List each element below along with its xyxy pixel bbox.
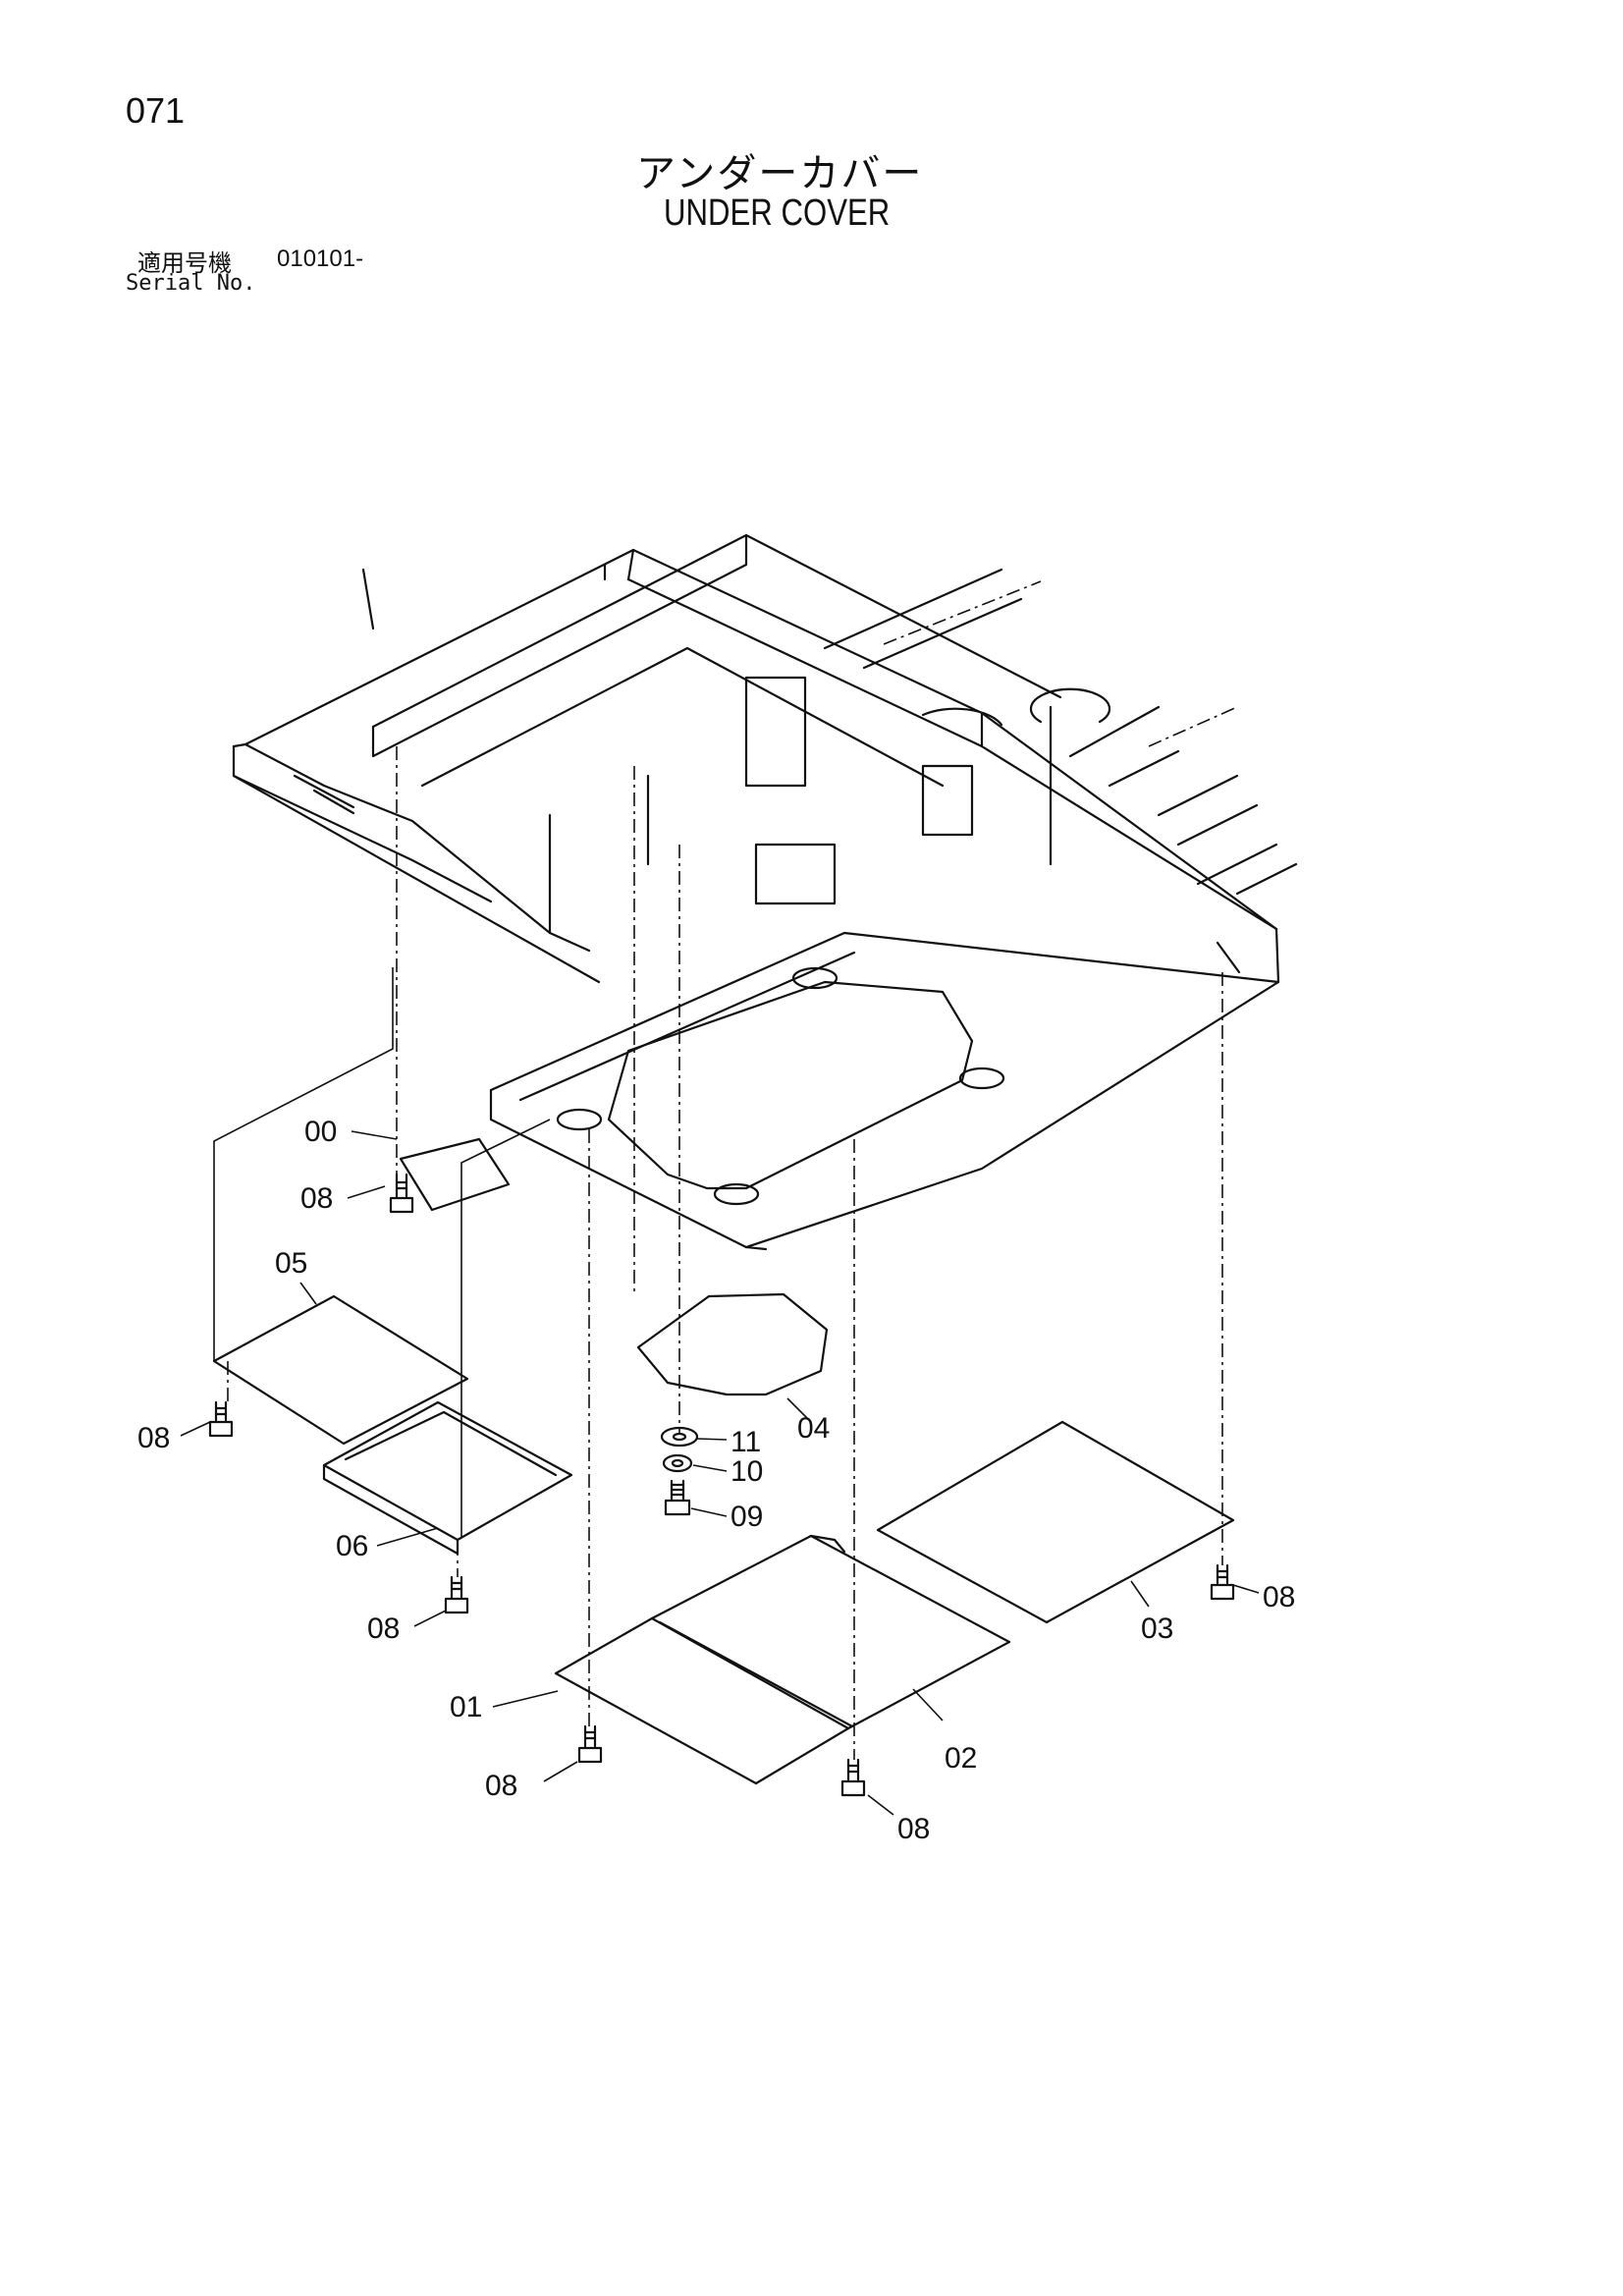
washer-10 [662, 1453, 693, 1473]
callout-06: 06 [336, 1530, 368, 1562]
page-number: 071 [126, 90, 186, 131]
assembly-lines [227, 580, 1238, 1760]
callout-05: 05 [275, 1247, 307, 1280]
callout-08e: 08 [897, 1813, 930, 1845]
cover-plates-01-02 [554, 1534, 1011, 1785]
callout-08f: 08 [1263, 1581, 1295, 1613]
callout-08a: 08 [300, 1182, 333, 1215]
callout-08d: 08 [485, 1770, 517, 1802]
callout-08c: 08 [367, 1613, 400, 1645]
callout-09: 09 [730, 1501, 763, 1533]
callout-01: 01 [450, 1691, 482, 1723]
bolt-08 [208, 1173, 1235, 1797]
callout-03: 03 [1141, 1613, 1173, 1645]
serial-number-value: 010101- [277, 246, 364, 272]
leader-lines [180, 1130, 1260, 1816]
page-title-japanese: アンダーカバー [636, 151, 924, 196]
routing-lines [213, 967, 551, 1538]
serial-label-japanese: 適用号機 [137, 249, 232, 277]
callout-04: 04 [797, 1412, 830, 1445]
callout-02: 02 [945, 1742, 977, 1775]
callout-labels: 00 08 05 08 06 08 04 11 10 09 01 08 02 0… [137, 1116, 1295, 1845]
callout-10: 10 [730, 1455, 763, 1488]
cover-plate-04 [636, 1292, 829, 1396]
cover-plate-03 [876, 1420, 1235, 1624]
serial-label-english: Serial No. [126, 271, 256, 296]
callout-11: 11 [730, 1426, 761, 1458]
page-title-english: UNDER COVER [664, 192, 891, 234]
bolt-09 [664, 1479, 691, 1516]
cover-plate-00 [399, 1137, 511, 1212]
upper-frame [232, 533, 1298, 1251]
cover-plate-05 [212, 1294, 469, 1446]
callout-00: 00 [304, 1116, 337, 1148]
callout-08b: 08 [137, 1422, 170, 1454]
